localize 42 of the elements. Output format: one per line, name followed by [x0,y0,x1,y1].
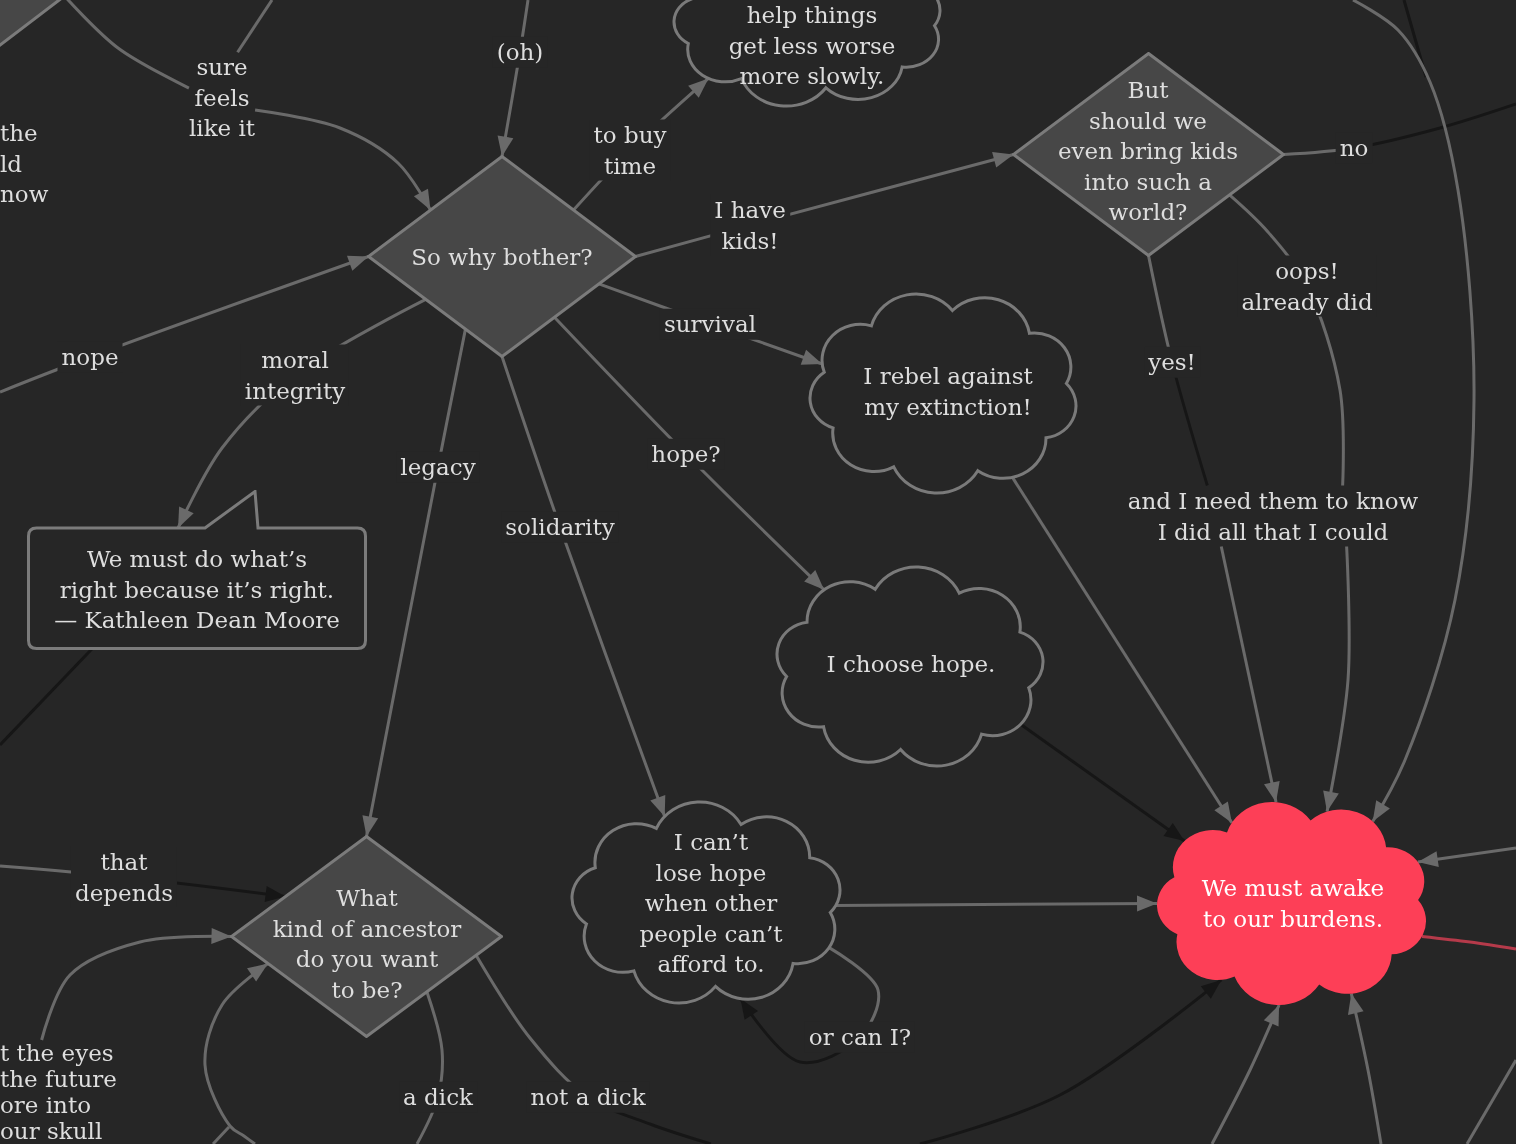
thought-text: I can’t lose hope when other people can’t afford to. [639,827,783,979]
thought-text: I choose hope. [826,649,996,679]
arrow [835,895,1158,912]
arrow [553,316,826,591]
conclusion-text: We must awake to our burdens. [1201,873,1385,933]
thought-cloud [775,565,1045,768]
connector-line [236,0,274,54]
arrow [254,108,432,211]
cut-off-text: the ld now [0,119,49,209]
flow-text: and I need them to know I did all that I could [1127,485,1419,547]
question-text: So why bother? [411,242,593,272]
arrow [500,356,667,818]
decision-diamond [230,835,503,1038]
edge-label: nope [57,341,123,373]
thought-cloud [570,800,842,1005]
attribution-text: — Kathleen Dean Moore [54,606,340,636]
connector-line [1421,934,1516,951]
speech-bubble [27,490,367,650]
quote-text: We must do what’s right because it’s right. [59,545,335,605]
arrow [1011,476,1234,824]
arrow [40,928,232,1041]
arrow [1210,1004,1281,1144]
arrow [919,978,1223,1144]
flow-text: t the eyes the future ore into our skull [0,1040,117,1144]
question-text: But should we even bring kids into such a world? [1057,75,1239,227]
arrow [1323,546,1351,812]
arrow [203,962,269,1144]
thought-text: I rebel against my extinction! [863,361,1033,422]
arrow [362,328,467,837]
question-text: What kind of ancestor do you want to be? [272,884,462,1005]
arrow [1352,0,1476,823]
thought-cloud [808,292,1078,495]
arrow [1019,723,1186,843]
arrow [1347,993,1383,1144]
arrow [1417,846,1516,868]
arrow [1219,546,1280,803]
flow-text: sure feels like it [188,52,256,144]
thought-cloud [672,0,942,108]
thought-text: help things get less worse more slowly. [728,1,896,92]
decision-diamond [1012,52,1285,257]
decision-diamond [0,0,62,47]
conclusion-cloud [1155,800,1428,1007]
